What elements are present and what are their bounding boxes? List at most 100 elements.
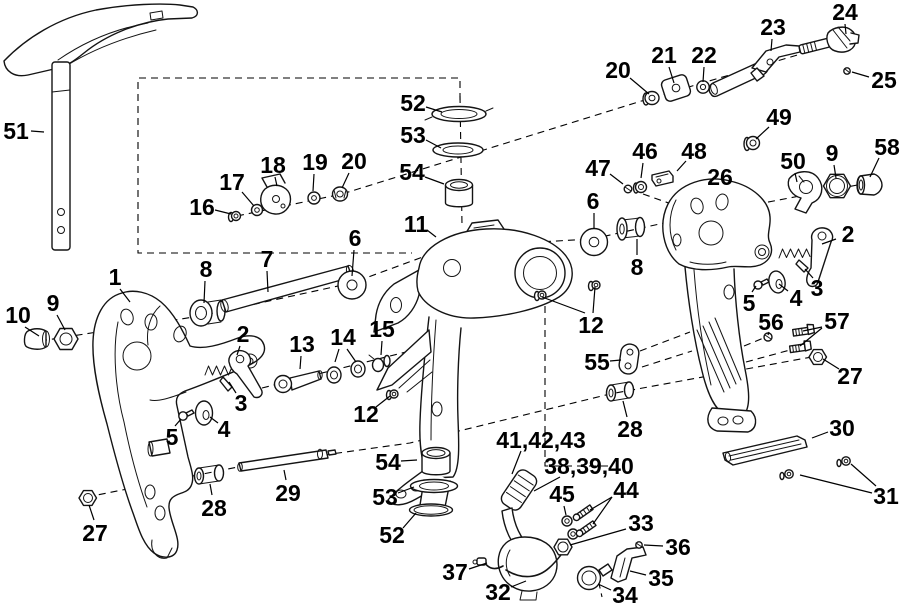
- leader-9: [56, 314, 66, 331]
- bolt-12-b: [587, 280, 601, 292]
- callout-30: 30: [829, 415, 855, 441]
- leader-2: [821, 238, 837, 245]
- leader-19: [312, 173, 315, 192]
- screws-44: [572, 504, 597, 538]
- callout-5: 5: [743, 290, 756, 316]
- leader-29: [283, 469, 287, 481]
- leader-44: [592, 496, 613, 525]
- leader-12: [592, 286, 596, 314]
- callout-6: 6: [349, 225, 362, 251]
- trim-sender-32: [497, 536, 558, 601]
- callout-3: 3: [811, 275, 824, 301]
- bolts-57: [788, 323, 816, 354]
- callout-15: 15: [369, 316, 395, 342]
- nut-20-left: [331, 186, 349, 202]
- leader-54: [424, 176, 445, 185]
- leader-13: [299, 355, 302, 370]
- rod-29: [147, 438, 337, 472]
- leader-6: [351, 249, 355, 277]
- callout-53: 53: [400, 122, 426, 148]
- dashed-box-tilt-tube: [137, 77, 461, 254]
- callout-5: 5: [166, 424, 179, 450]
- leader-57: [802, 326, 823, 332]
- leader-25: [851, 71, 870, 78]
- leader-9: [833, 164, 837, 179]
- tilt-tube: [51, 61, 71, 251]
- callout-4: 4: [218, 416, 231, 442]
- anode-30: [722, 435, 808, 466]
- plate-dash-2: [641, 350, 693, 368]
- nut-9-left: [53, 327, 79, 351]
- callout-46: 46: [632, 138, 658, 164]
- leader-24: [844, 23, 847, 35]
- tilt-bolt-24: [798, 26, 860, 55]
- leader-51: [30, 130, 45, 133]
- screws-31: [779, 456, 851, 481]
- screw-36: [635, 541, 643, 549]
- bushing-28-right: [605, 381, 635, 402]
- cam-block-21: [660, 74, 692, 102]
- leader-31: [850, 463, 877, 487]
- callout-14: 14: [330, 324, 356, 350]
- leader-17: [241, 191, 255, 207]
- callout-3: 3: [235, 390, 248, 416]
- callout-49: 49: [766, 104, 792, 130]
- leader-58: [869, 157, 880, 178]
- leader-45: [563, 505, 567, 516]
- callout-50: 50: [780, 148, 806, 174]
- plate-4-left: [194, 400, 214, 426]
- callout-11: 11: [404, 211, 429, 237]
- bolt-12-c: [385, 389, 399, 401]
- leader-33: [569, 528, 627, 546]
- leader-38,39,40: [533, 476, 561, 492]
- sender-wire-37: [472, 550, 565, 578]
- leader-28: [622, 400, 628, 418]
- bolt-12-a: [533, 290, 547, 302]
- screw-15: [368, 354, 391, 373]
- leader-32: [510, 580, 527, 588]
- callout-37: 37: [442, 559, 468, 585]
- leader-36: [643, 544, 664, 547]
- callout-29: 29: [275, 480, 301, 506]
- leader-14: [346, 348, 357, 363]
- plate-dash-1: [639, 331, 691, 352]
- bushing-8-left: [189, 299, 226, 327]
- dashed-box-sender: [544, 258, 612, 467]
- oring-52-bottom: [408, 503, 454, 517]
- leader-12: [541, 296, 586, 314]
- cap-10: [23, 328, 50, 350]
- callout-32: 32: [485, 579, 511, 605]
- callout-8: 8: [200, 256, 213, 282]
- screw-56: [763, 332, 773, 342]
- leader-20: [341, 172, 350, 189]
- washers-45: [561, 515, 579, 540]
- pin-3-left: [219, 376, 233, 392]
- leader-52: [402, 512, 417, 529]
- leader-34: [597, 583, 612, 591]
- callout-27: 27: [837, 363, 863, 389]
- nut-33: [553, 538, 573, 556]
- callout-25: 25: [871, 67, 897, 93]
- callout-51: 51: [3, 118, 29, 144]
- callout-4: 4: [790, 285, 803, 311]
- bushing-28-left: [193, 464, 225, 485]
- leader-57: [799, 327, 823, 347]
- callout-16: 16: [189, 194, 215, 220]
- nut-49: [743, 135, 761, 152]
- leader-18: [274, 176, 278, 187]
- callout-1: 1: [109, 264, 122, 290]
- leader-31: [799, 474, 873, 494]
- callout-45: 45: [549, 481, 575, 507]
- callout-23: 23: [760, 14, 786, 40]
- cam-18: [260, 173, 292, 215]
- plate-55: [618, 343, 640, 375]
- bushing-54-bottom: [421, 446, 451, 476]
- port-transom-bracket: [92, 290, 266, 559]
- leader-27: [822, 358, 840, 370]
- callout-12: 12: [353, 401, 379, 427]
- nut-27-right: [808, 348, 828, 366]
- leader-48: [676, 160, 687, 172]
- leader-53: [397, 486, 415, 494]
